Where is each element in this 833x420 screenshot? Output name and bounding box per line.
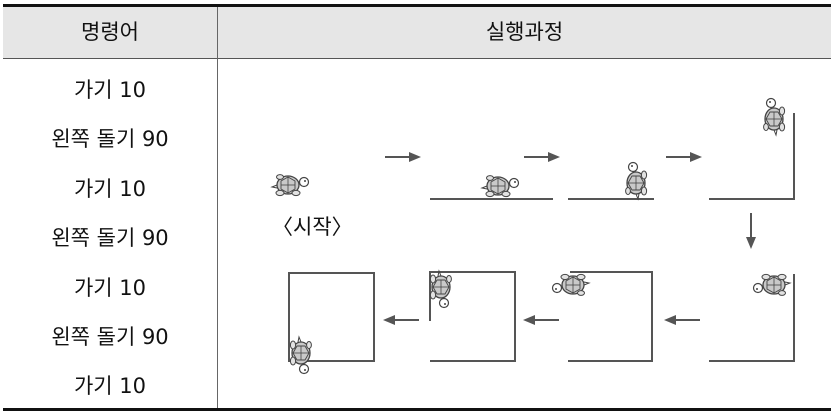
command-item: 가기 10	[73, 275, 147, 300]
table-header-row	[3, 7, 831, 58]
arrow-icon	[523, 151, 561, 163]
turtle-icon	[551, 273, 590, 297]
command-list: 가기 10 왼쪽 돌기 90 가기 10 왼쪽 돌기 90 가기 10 왼쪽 돌…	[3, 66, 217, 412]
turtle-icon	[481, 174, 520, 198]
process-diagram	[271, 97, 795, 375]
arrow-icon	[746, 213, 756, 249]
turtle-icon	[762, 97, 786, 136]
path-segment	[709, 113, 795, 200]
turtle-icon	[271, 173, 310, 197]
header-command: 명령어	[81, 20, 139, 44]
command-item: 가기 10	[73, 176, 147, 201]
header-process: 실행과정	[485, 20, 564, 44]
command-item: 가기 10	[73, 78, 147, 102]
path-segment	[568, 271, 653, 362]
command-item: 왼쪽 돌기 90	[51, 226, 169, 251]
arrow-icon	[383, 315, 419, 325]
command-process-table: 명령어 실행과정 가기 10 왼쪽 돌기 90 가기 10 왼쪽 돌기 90 가…	[3, 0, 831, 414]
table-bottom-rule	[3, 408, 831, 411]
table-top-rule	[3, 4, 831, 7]
turtle-icon	[429, 270, 453, 309]
arrow-icon	[665, 151, 703, 163]
arrow-icon	[664, 315, 700, 325]
command-item: 왼쪽 돌기 90	[51, 127, 169, 152]
turtle-icon	[752, 273, 791, 297]
path-segment	[288, 272, 375, 362]
turtle-icon	[624, 161, 648, 200]
path-segment	[709, 274, 795, 362]
start-label: 〈시작〉	[272, 215, 353, 239]
command-item: 왼쪽 돌기 90	[51, 324, 169, 349]
command-item: 가기 10	[73, 374, 147, 399]
arrow-icon	[523, 315, 559, 325]
execution-process-panel: 〈시작〉	[218, 59, 831, 408]
path-segment	[429, 271, 516, 362]
turtle-icon	[289, 336, 313, 375]
arrow-icon	[384, 151, 422, 163]
column-divider	[217, 7, 218, 408]
table-header-rule	[3, 58, 831, 59]
